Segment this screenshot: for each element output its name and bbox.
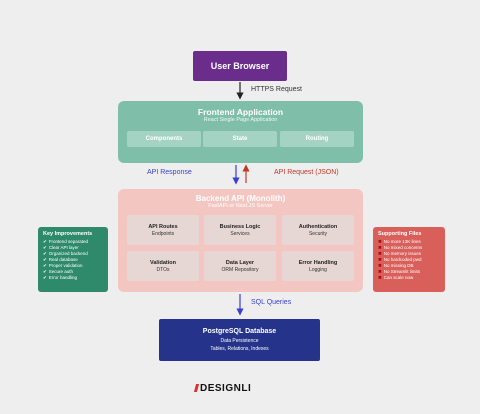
frontend-title: Frontend Application xyxy=(197,107,284,117)
check-icon: ✔ xyxy=(43,245,47,250)
cross-icon: ✖ xyxy=(378,263,382,268)
supporting-item: ✖No more 13K lines xyxy=(378,239,421,244)
box-subtitle: Logging xyxy=(309,266,327,273)
database-line-1: Data Persistence xyxy=(220,338,259,344)
frontend-subtitle: React Single Page Application xyxy=(203,117,278,123)
backend-api-node: Backend API (Monolith) FastAPI or Nest.J… xyxy=(118,189,363,292)
backend-validation-box: Validation DTOs xyxy=(127,251,199,281)
check-icon: ✔ xyxy=(43,251,47,256)
cross-icon: ✖ xyxy=(378,251,382,256)
improvement-item: ✔Frontend separated xyxy=(43,239,89,244)
backend-subtitle: FastAPI or Nest.JS Server xyxy=(208,203,273,209)
cross-icon: ✖ xyxy=(378,245,382,250)
supporting-item: ✖No memory issues xyxy=(378,251,422,256)
frontend-state-box: State xyxy=(203,131,277,147)
box-title: Validation xyxy=(150,259,176,266)
box-subtitle: Endpoints xyxy=(151,230,175,237)
cross-icon: ✖ xyxy=(378,257,382,262)
frontend-application-node: Frontend Application React Single Page A… xyxy=(118,101,363,163)
supporting-files-panel: Supporting Files ✖No more 13K lines ✖No … xyxy=(373,227,445,292)
frontend-components-box: Components xyxy=(127,131,201,147)
supporting-item: ✖No hardcoded pwd xyxy=(378,257,422,262)
improvement-item: ✔Clear API layer xyxy=(43,245,79,250)
api-response-label: API Response xyxy=(147,169,192,176)
api-request-label: API Request (JSON) xyxy=(274,169,339,176)
check-icon: ✔ xyxy=(43,257,47,262)
backend-title: Backend API (Monolith) xyxy=(195,194,286,203)
improvement-item: ✔Error handling xyxy=(43,275,78,280)
check-icon: ✔ xyxy=(43,275,47,280)
supporting-files-title: Supporting Files xyxy=(378,231,422,237)
box-subtitle: ORM Repository xyxy=(221,266,259,273)
box-title: Error Handling xyxy=(298,259,338,266)
check-icon: ✔ xyxy=(43,263,47,268)
box-title: Data Layer xyxy=(225,259,255,266)
box-subtitle: DTOs xyxy=(156,266,170,273)
sql-queries-label: SQL Queries xyxy=(251,299,292,306)
improvement-item: ✔Secure auth xyxy=(43,269,74,274)
improvement-item: ✔Real database xyxy=(43,257,78,262)
database-title: PostgreSQL Database xyxy=(202,328,277,335)
postgresql-database-node: PostgreSQL Database Data Persistence Tab… xyxy=(159,319,320,361)
supporting-item: ✖No Streamlit limits xyxy=(378,269,421,274)
cross-icon: ✖ xyxy=(378,269,382,274)
box-title: Business Logic xyxy=(219,223,261,230)
key-improvements-title: Key Improvements xyxy=(43,231,93,237)
box-subtitle: Security xyxy=(308,230,328,237)
user-browser-node: User Browser xyxy=(193,51,287,81)
database-line-2: Tables, Relations, Indexes xyxy=(210,346,269,352)
check-icon: ✔ xyxy=(43,269,47,274)
cross-icon: ✖ xyxy=(378,275,382,280)
backend-authentication-box: Authentication Security xyxy=(282,215,354,245)
supporting-item: ✖No mixed concerns xyxy=(378,245,423,250)
box-subtitle: Services xyxy=(230,230,250,237)
backend-business-logic-box: Business Logic Services xyxy=(204,215,276,245)
key-improvements-panel: Key Improvements ✔Frontend separated ✔Cl… xyxy=(38,227,108,292)
improvement-item: ✔Proper validation xyxy=(43,263,83,268)
cross-icon: ✖ xyxy=(378,239,382,244)
backend-data-layer-box: Data Layer ORM Repository xyxy=(204,251,276,281)
https-request-label: HTTPS Request xyxy=(251,86,302,93)
backend-api-routes-box: API Routes Endpoints xyxy=(127,215,199,245)
box-title: API Routes xyxy=(148,223,178,230)
supporting-item: ✖No missing DB xyxy=(378,263,414,268)
improvement-item: ✔Organized backend xyxy=(43,251,88,256)
supporting-item: ✖Can scale now xyxy=(378,275,414,280)
check-icon: ✔ xyxy=(43,239,47,244)
frontend-routing-box: Routing xyxy=(280,131,354,147)
backend-error-handling-box: Error Handling Logging xyxy=(282,251,354,281)
box-title: Authentication xyxy=(298,223,338,230)
logo-mark-icon xyxy=(193,384,200,392)
designli-logo: DESIGNLI xyxy=(193,383,251,394)
